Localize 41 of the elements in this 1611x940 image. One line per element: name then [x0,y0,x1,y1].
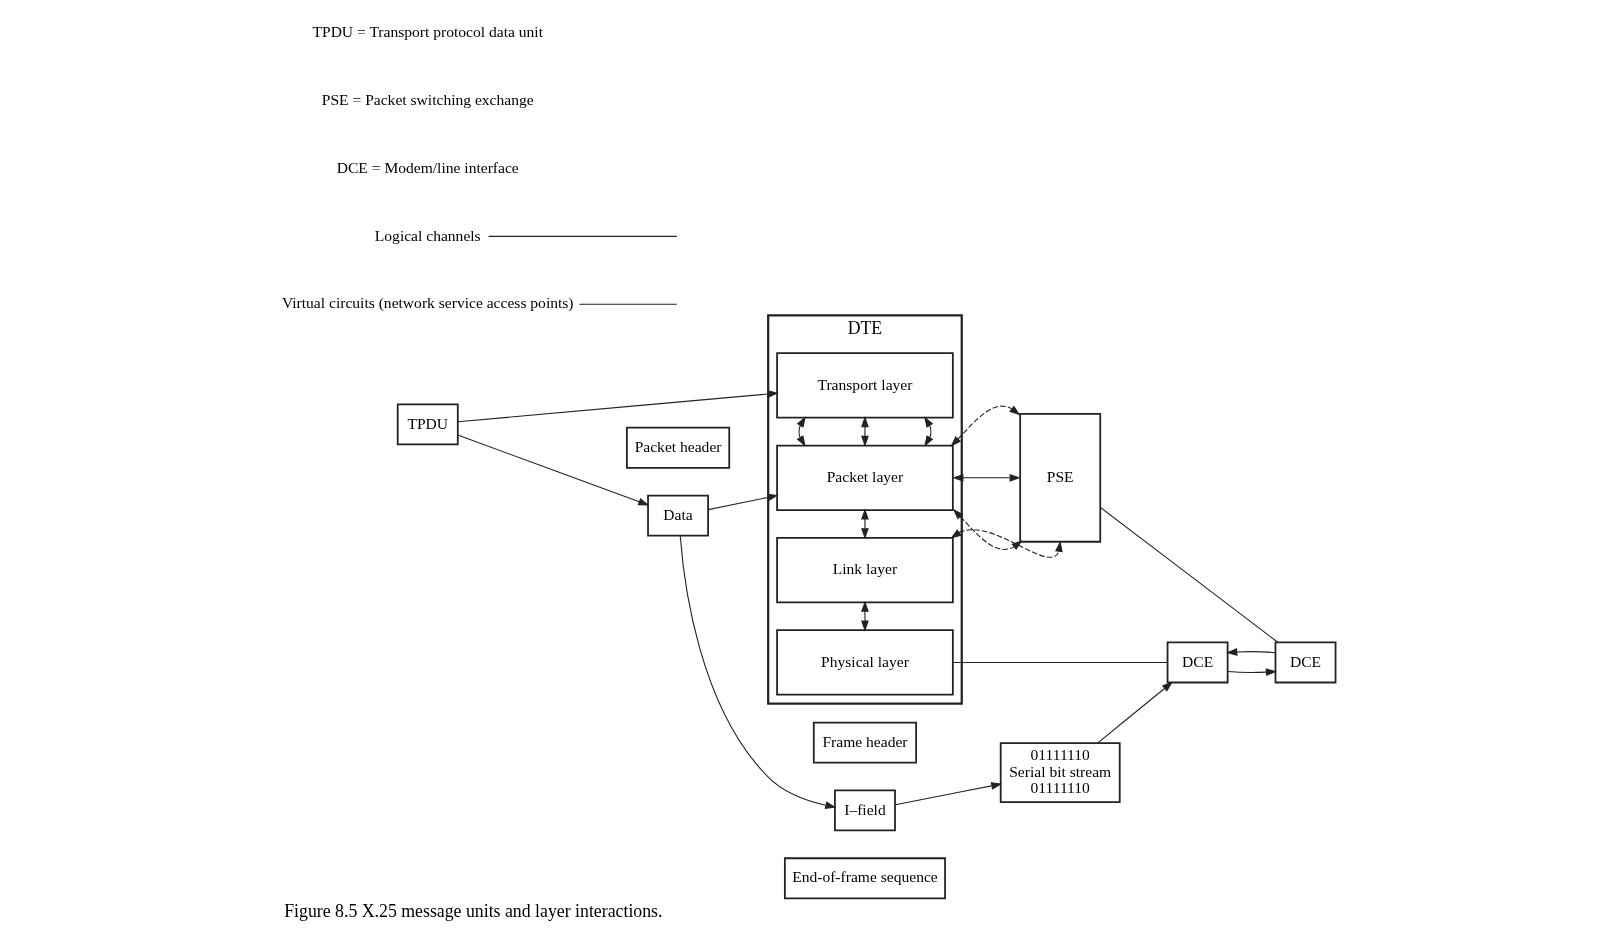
arrow [860,508,869,540]
connector [487,235,677,237]
arrow [707,493,778,511]
connector [578,303,677,305]
label: PSE = Packet switching exchange [321,90,534,108]
node-text: Logical channels [374,226,481,244]
label: TPDU = Transport protocol data unit [311,22,543,40]
label: DCE = Modem/line interface [336,158,519,176]
connector [951,661,1168,663]
node-box: Frame header [812,721,917,764]
node-box: DCE [1166,641,1229,684]
arrow [1225,648,1276,656]
arrow [1226,668,1277,677]
connector [1099,506,1278,643]
arrow [456,434,649,506]
arrow [894,782,1002,806]
node-box: Physical layer [775,629,954,696]
node-text: Virtual circuits (network service access points) [281,294,574,312]
arrow [860,600,869,632]
caption: Figure 8.5 X.25 message units and layer interactions. [283,901,662,921]
arrow [949,529,1063,558]
node-box: Packet layer [775,444,954,511]
node-box: PSE [1018,412,1101,543]
arrow [950,405,1020,447]
node-box: I–field [833,789,896,832]
node-box: Transport layer [775,352,954,419]
node-box: DCE [1274,641,1336,684]
node-box: Data [646,494,709,537]
node-box: Packet header [625,426,730,469]
arrow [1096,681,1173,744]
node-box: TPDU [396,403,459,446]
node-box: Link layer [775,536,954,604]
node-box: 01111110 Serial bit stream 01111110 [999,742,1121,803]
arrow [952,508,1023,551]
arrow [923,416,933,447]
arrow [796,416,806,447]
arrow [679,535,836,809]
arrow [457,390,779,423]
arrow [860,416,869,447]
node-box: End-of-frame sequence [783,857,946,900]
arrow [951,473,1021,482]
